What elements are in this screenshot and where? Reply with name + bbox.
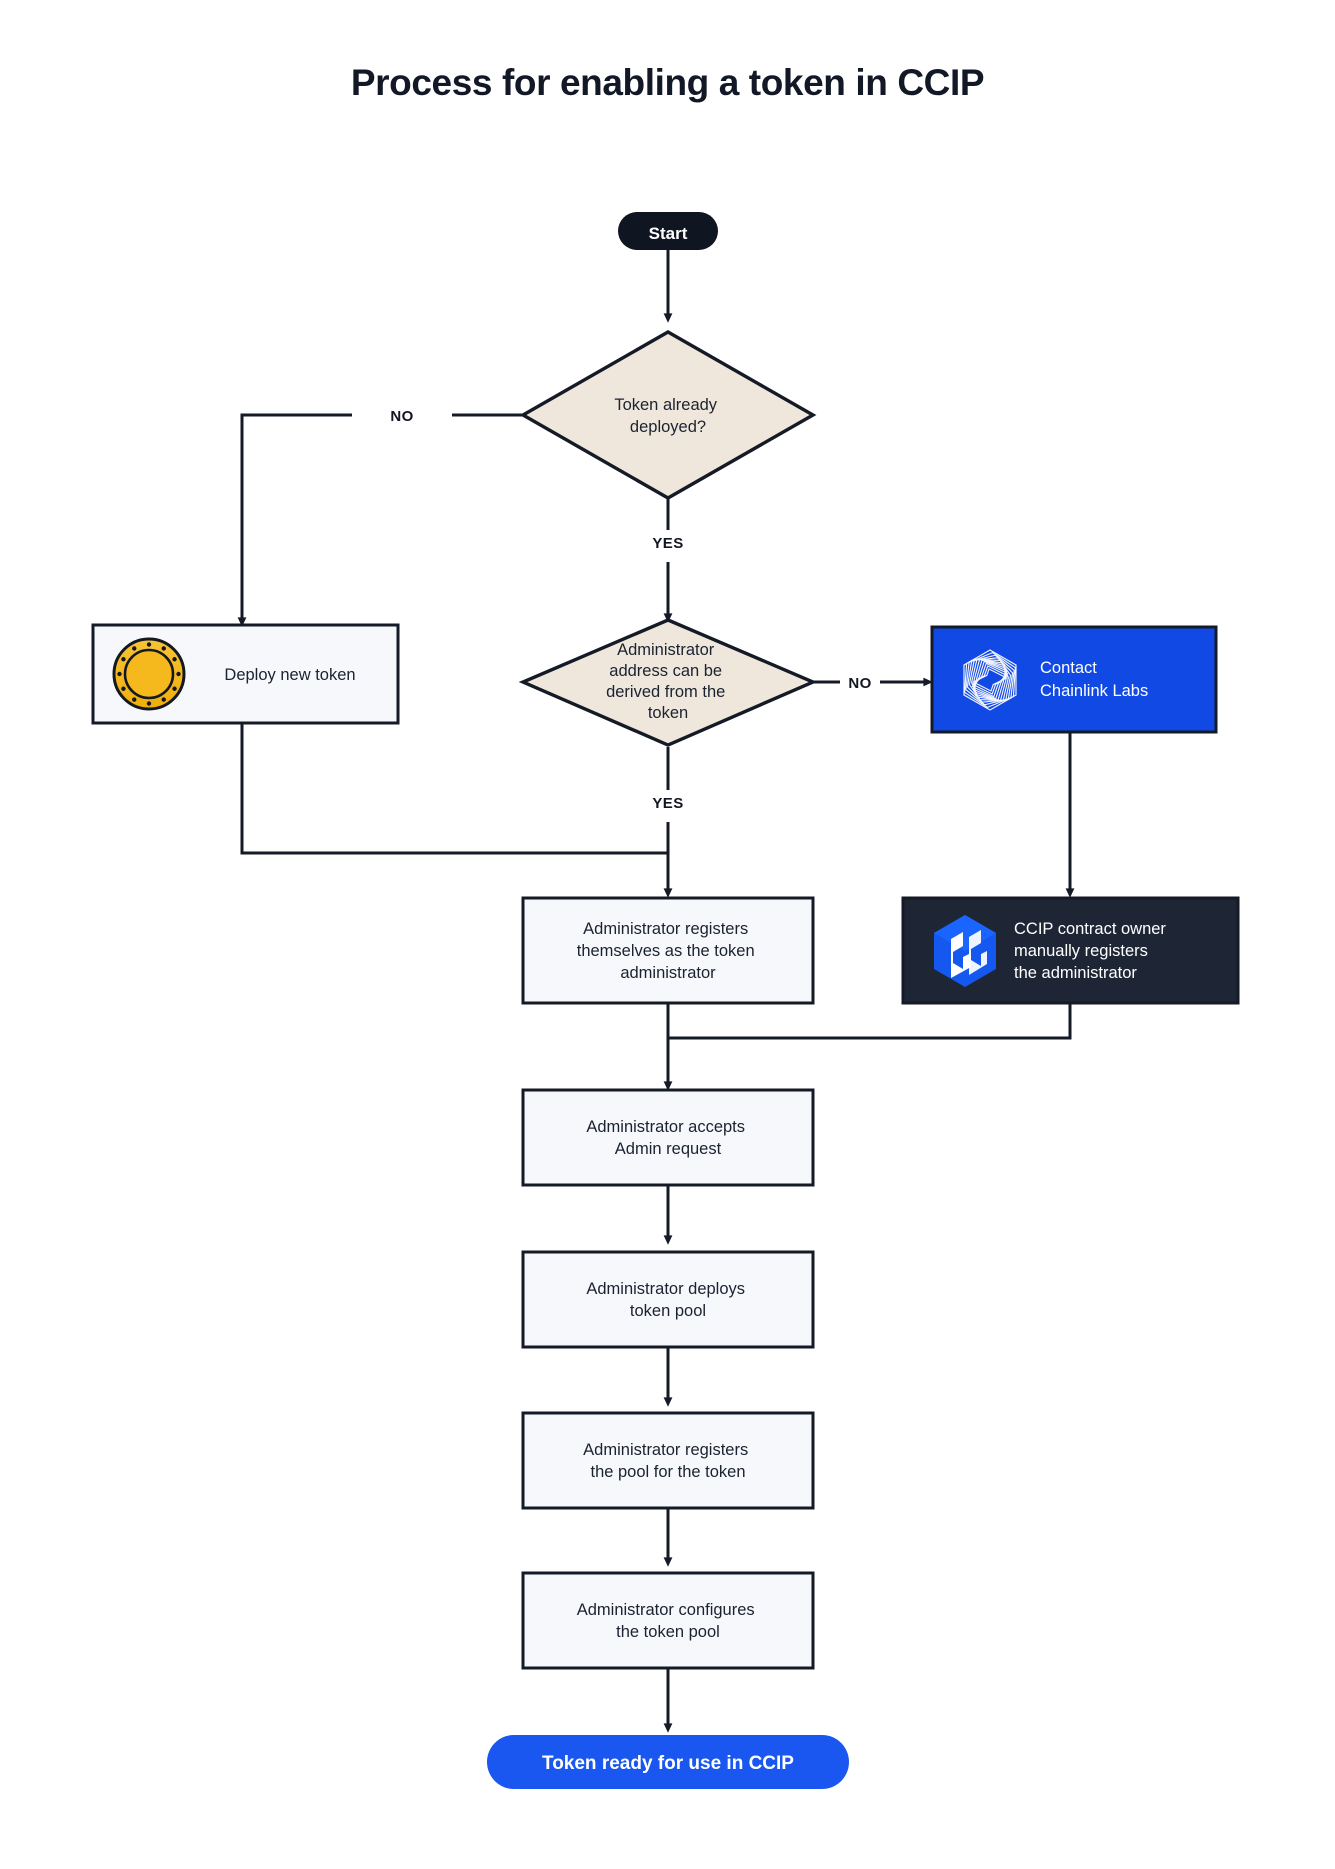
start-pill-shape xyxy=(618,212,718,250)
node-admin-registers-pool[interactable]: Administrator registers the pool for the… xyxy=(521,1411,815,1510)
node-admin-configures-pool[interactable]: Administrator configures the token pool xyxy=(521,1571,815,1670)
connectors xyxy=(240,247,1075,1733)
edge-ccipbox-to-accepts xyxy=(668,1004,1072,1040)
start-label: Start xyxy=(649,224,688,243)
edge-label-no-token-deployed: NO xyxy=(390,408,413,425)
node-admin-registers-self[interactable]: Administrator registers themselves as th… xyxy=(521,896,815,1005)
node-admin-deploys-pool[interactable]: Administrator deploys token pool xyxy=(521,1250,815,1349)
ccip-hexagon-icon xyxy=(934,915,996,987)
node-ccip-owner-registers[interactable]: CCIP contract owner manually registers t… xyxy=(901,896,1240,1005)
contact-chainlink-labs-label: Contact Chainlink Labs xyxy=(1040,659,1148,700)
node-admin-accepts[interactable]: Administrator accepts Admin request xyxy=(521,1088,815,1187)
admin-registers-self-label: Administrator registers themselves as th… xyxy=(577,920,760,982)
admin-configures-pool-shape xyxy=(521,1571,815,1670)
decision-token-deployed-label: Token already deployed? xyxy=(614,396,721,436)
node-start[interactable]: Start xyxy=(618,212,718,250)
page-title: Process for enabling a token in CCIP xyxy=(350,62,985,103)
gold-coin-icon xyxy=(112,637,186,711)
decision-admin-derivable-shape xyxy=(518,618,818,747)
admin-deploys-pool-label: Administrator deploys token pool xyxy=(586,1280,749,1320)
ccip-owner-registers-label: CCIP contract owner manually registers t… xyxy=(1014,920,1171,982)
admin-registers-pool-label: Administrator registers the pool for the… xyxy=(583,1441,753,1481)
decision-admin-derivable-label: Administrator address can be derived fro… xyxy=(606,641,730,722)
node-decision-token-deployed[interactable]: Token already deployed? xyxy=(519,330,817,500)
edge-labels: NO YES NO YES xyxy=(390,408,871,812)
deploy-new-token-label: Deploy new token xyxy=(224,666,355,684)
admin-accepts-label: Administrator accepts Admin request xyxy=(586,1118,749,1158)
edge-deploy-to-adminreg xyxy=(240,722,668,855)
node-contact-chainlink-labs[interactable]: Contact Chainlink Labs xyxy=(930,625,1218,734)
end-label: Token ready for use in CCIP xyxy=(542,1753,794,1774)
admin-configures-pool-label: Administrator configures the token pool xyxy=(577,1601,760,1641)
node-deploy-new-token[interactable]: Deploy new token xyxy=(91,623,400,725)
end-pill-shape xyxy=(487,1735,849,1789)
node-end[interactable]: Token ready for use in CCIP xyxy=(487,1735,849,1789)
decision-token-deployed-shape xyxy=(519,330,817,500)
edge-label-yes-token-deployed: YES xyxy=(652,535,683,552)
chainlink-hexagon-icon xyxy=(963,649,1017,711)
admin-deploys-pool-shape xyxy=(521,1250,815,1349)
admin-registers-pool-shape xyxy=(521,1411,815,1510)
edge-label-no-admin-derivable: NO xyxy=(848,675,871,692)
edge-label-yes-admin-derivable: YES xyxy=(652,795,683,812)
node-decision-admin-derivable[interactable]: Administrator address can be derived fro… xyxy=(518,618,818,747)
admin-accepts-shape xyxy=(521,1088,815,1187)
edge-decision1-no xyxy=(242,413,522,622)
admin-registers-self-shape xyxy=(521,896,815,1005)
